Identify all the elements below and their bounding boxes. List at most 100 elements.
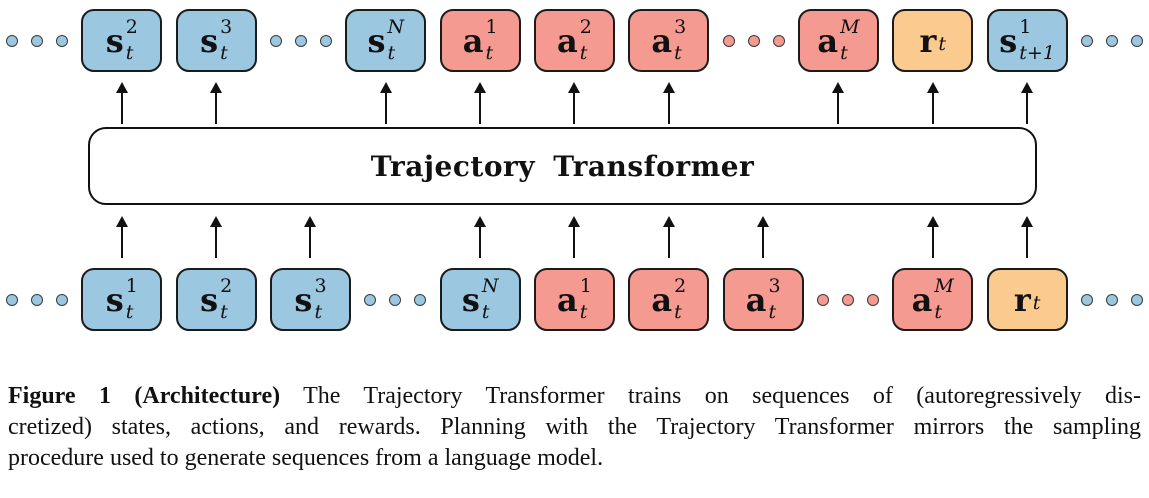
arrow-head (474, 82, 487, 93)
arrow-up-icon (926, 216, 940, 258)
arrow-shaft (384, 92, 387, 124)
arrow-up-icon (567, 216, 581, 258)
dots-slot (816, 215, 879, 331)
dot (389, 294, 402, 306)
dot (747, 34, 760, 47)
dots-slot (6, 9, 68, 72)
caption-line-1: Figure 1 (Architecture) The Trajectory T… (8, 381, 1141, 412)
token-superscript: 1 (485, 16, 498, 38)
token-subscript: t (387, 42, 396, 64)
arrow-head (757, 216, 770, 227)
token-subscript: t (674, 301, 682, 323)
dot (364, 294, 377, 306)
token-subscript: t (938, 32, 947, 55)
arrow-up-icon (473, 82, 487, 124)
arrow-shaft (667, 226, 670, 258)
arrow-up-icon (831, 82, 845, 124)
arrow-up-icon (662, 216, 676, 258)
arrow-shaft (309, 226, 312, 258)
dot (56, 34, 68, 47)
arrow-head (1021, 216, 1034, 227)
arrow-shaft (479, 226, 482, 258)
caption-text-1: The Trajectory Transformer trains on seq… (280, 383, 1141, 409)
dot (294, 34, 307, 47)
token-base: s (367, 21, 386, 60)
dot (269, 34, 282, 47)
dot (319, 34, 332, 47)
arrow-up-icon (209, 216, 223, 258)
dot (1080, 294, 1093, 306)
token-subscript: t (481, 301, 490, 323)
token-subscript: t (220, 301, 228, 323)
arrow-head (210, 216, 223, 227)
dot (816, 294, 829, 306)
arrow-up-icon (303, 216, 317, 258)
token-superscript: 1 (125, 275, 138, 297)
dot (31, 34, 43, 47)
dot (722, 34, 735, 47)
token-base: s (999, 21, 1018, 60)
token-subscript: t (579, 42, 588, 64)
arrow-shaft (479, 92, 482, 124)
dot (6, 34, 18, 47)
arrow-up-icon (115, 82, 129, 124)
token-superscript: 3 (314, 275, 327, 297)
ellipsis-dots (722, 34, 785, 47)
token-base: r (919, 21, 937, 60)
token-superscript: N (387, 16, 405, 38)
arrow-up-icon (1020, 82, 1034, 124)
token-base: s (105, 21, 124, 60)
arrow-head (210, 82, 223, 93)
arrow-shaft (573, 226, 576, 258)
arrow-shaft (667, 92, 670, 124)
arrow-shaft (931, 92, 934, 124)
token-superscript: 3 (674, 16, 687, 38)
dot (772, 34, 785, 47)
ellipsis-dots (1080, 294, 1143, 306)
token-scripts: t (938, 30, 947, 55)
token-base: s (200, 280, 219, 319)
dot (56, 294, 68, 306)
arrow-shaft (762, 226, 765, 258)
token-subscript: t (934, 301, 943, 323)
ellipsis-dots (1080, 34, 1143, 47)
dots-slot (364, 215, 427, 331)
token-superscript: M (934, 275, 954, 297)
caption-label: Figure 1 (Architecture) (8, 383, 281, 409)
ellipsis-dots (364, 294, 427, 306)
token-subscript: t (1032, 291, 1041, 314)
token-scripts: t (1032, 289, 1041, 314)
dot (1105, 34, 1118, 47)
dots-slot (269, 9, 332, 72)
ellipsis-dots (6, 34, 68, 47)
trajectory-transformer-label: Trajectory Transformer (370, 149, 755, 183)
token-base: a (911, 280, 933, 319)
arrow-head (926, 216, 939, 227)
arrow-shaft (573, 92, 576, 124)
token-superscript: M (840, 16, 860, 38)
token-base: a (557, 21, 578, 60)
